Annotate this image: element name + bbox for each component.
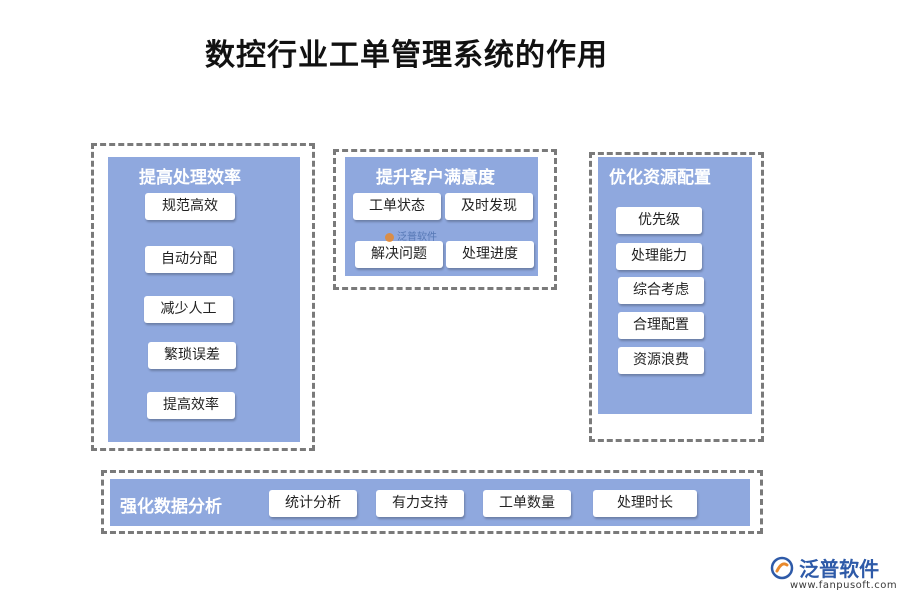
satisfaction-item: 工单状态 (353, 193, 441, 220)
efficiency-item: 繁琐误差 (148, 342, 236, 369)
resources-item: 资源浪费 (618, 347, 704, 374)
efficiency-item: 提高效率 (147, 392, 235, 419)
analysis-item: 统计分析 (269, 490, 357, 517)
watermark-logo-icon (385, 232, 394, 242)
page-title: 数控行业工单管理系统的作用 (205, 38, 608, 73)
satisfaction-item: 解决问题 (355, 241, 443, 268)
brand-logo: 泛普软件 (770, 553, 879, 582)
resources-item: 处理能力 (616, 243, 702, 270)
brand-logo-icon (770, 556, 794, 579)
efficiency-title: 提高处理效率 (139, 168, 241, 188)
analysis-panel: 强化数据分析 统计分析 有力支持 工单数量 处理时长 (110, 479, 750, 526)
resources-panel: 优化资源配置 优先级 处理能力 综合考虑 合理配置 资源浪费 (598, 157, 752, 414)
watermark: 泛普软件 (385, 228, 437, 243)
resources-item: 综合考虑 (618, 277, 704, 304)
satisfaction-title: 提升客户满意度 (376, 168, 495, 188)
efficiency-item: 规范高效 (145, 193, 235, 220)
brand-logo-name: 泛普软件 (799, 557, 880, 581)
analysis-title: 强化数据分析 (120, 497, 222, 517)
satisfaction-item: 及时发现 (445, 193, 533, 220)
resources-item: 合理配置 (618, 312, 704, 339)
analysis-group-frame (101, 470, 763, 534)
satisfaction-panel: 提升客户满意度 工单状态 及时发现 解决问题 处理进度 (345, 157, 538, 276)
resources-item: 优先级 (616, 207, 702, 234)
analysis-item: 有力支持 (376, 490, 464, 517)
satisfaction-group-frame (333, 149, 557, 290)
efficiency-item: 自动分配 (145, 246, 233, 273)
resources-group-frame (589, 152, 764, 442)
resources-title: 优化资源配置 (609, 168, 711, 188)
analysis-item: 工单数量 (483, 490, 571, 517)
satisfaction-item: 处理进度 (446, 241, 534, 268)
brand-logo-url: www.fanpusoft.com (790, 580, 898, 591)
efficiency-group-frame (91, 143, 315, 451)
analysis-item: 处理时长 (593, 490, 697, 517)
efficiency-item: 减少人工 (144, 296, 233, 323)
efficiency-panel: 提高处理效率 规范高效 自动分配 减少人工 繁琐误差 提高效率 (108, 157, 300, 442)
